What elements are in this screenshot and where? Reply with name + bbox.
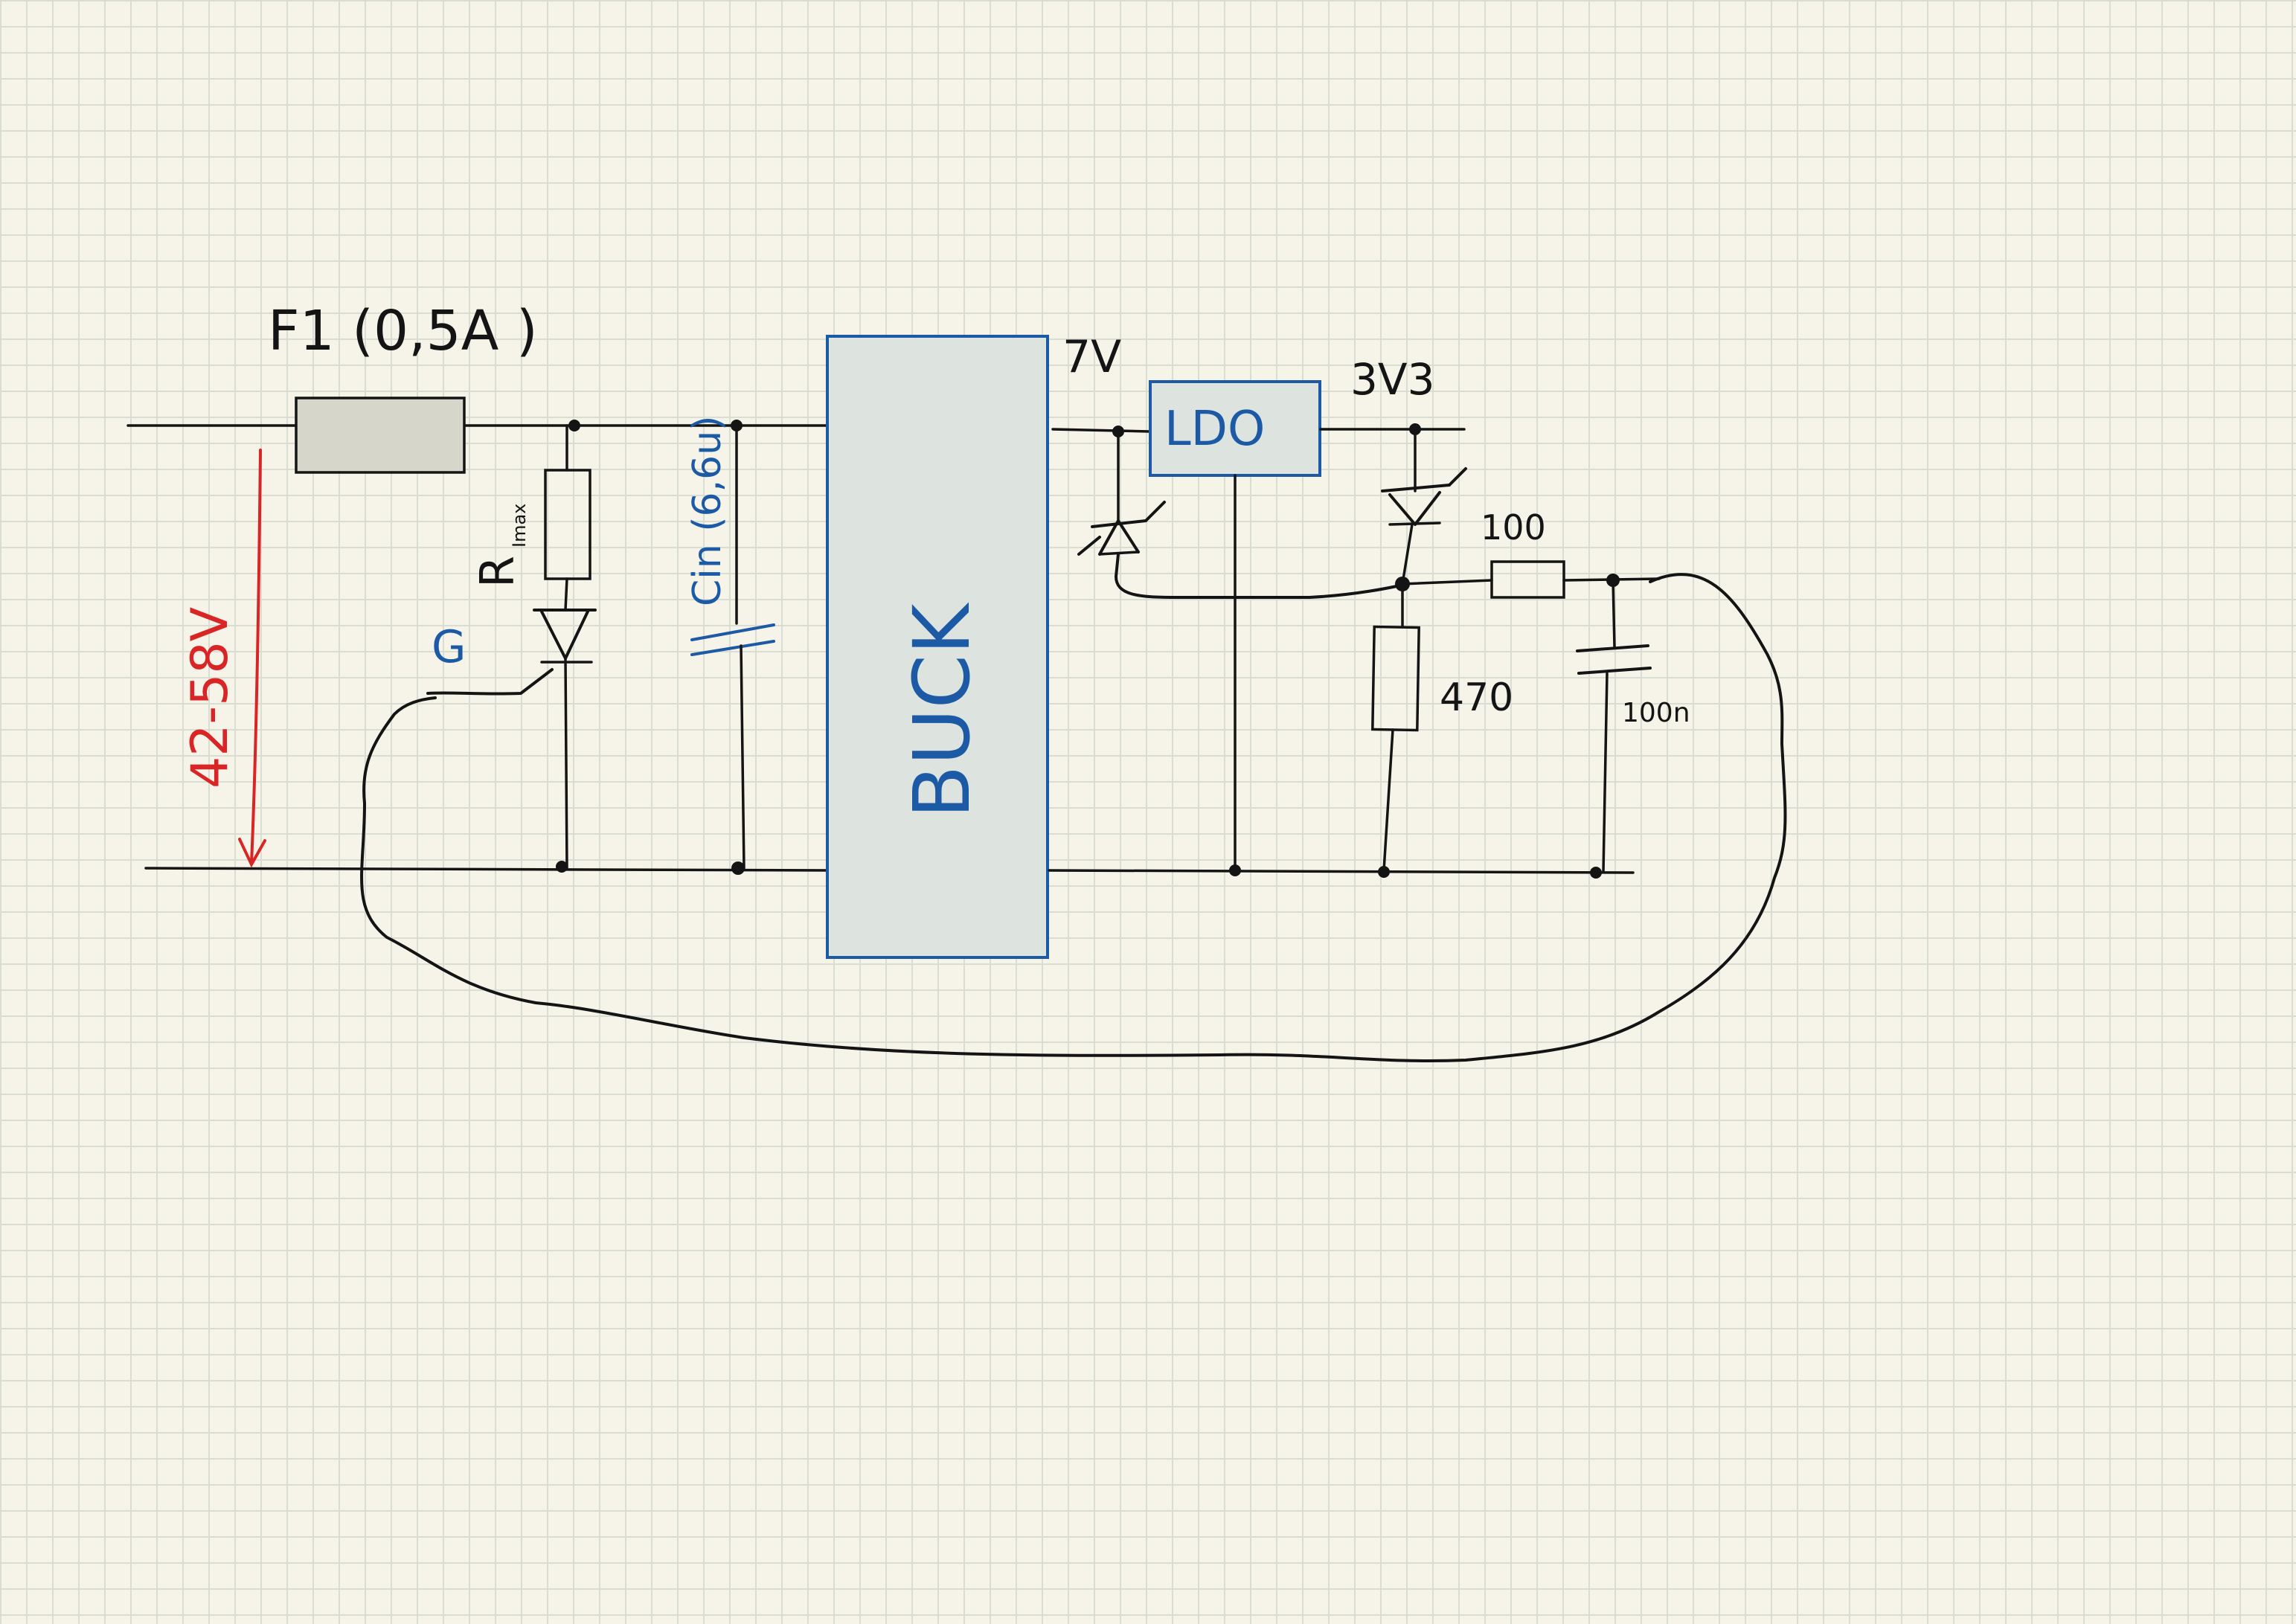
vout-3v3-label: 3V3 [1350,354,1434,405]
rimax-subscript: Imax [509,504,530,548]
input-bottom-rail [144,867,835,872]
buck-block [826,335,1049,959]
zener-7v-branch [1077,430,1408,599]
gate-wire [426,668,554,696]
rimax-label: R [470,556,525,588]
rimax-branch [533,424,597,870]
cin-label: Cin (6,6u) [685,416,730,606]
junction-dots [556,420,1620,879]
fuse-f1 [295,397,466,474]
input-voltage-arrow [238,449,266,868]
vout-7v-label: 7V [1062,331,1121,383]
resistor-rimax [544,469,591,580]
input-voltage-label: 42-58V [181,607,240,789]
output-ground-rail [1048,869,1635,874]
wire-to-r100 [1401,579,1493,585]
capacitor-cin [690,424,775,870]
gate-label: G [432,621,466,673]
c100n-label: 100n [1622,698,1690,728]
buck-label: BUCK [897,602,987,818]
rail-7v [1051,428,1151,433]
capacitor-100n [1576,579,1652,873]
zener-3v3-branch [1381,428,1467,585]
fuse-label: F1 (0,5A ) [268,299,538,363]
r100-label: 100 [1481,507,1546,548]
feedback-loop-wire [360,573,1787,1063]
resistor-100 [1490,560,1565,599]
resistor-470-branch [1371,582,1420,872]
r470-label: 470 [1440,675,1513,720]
ldo-label: LDO [1164,402,1265,457]
